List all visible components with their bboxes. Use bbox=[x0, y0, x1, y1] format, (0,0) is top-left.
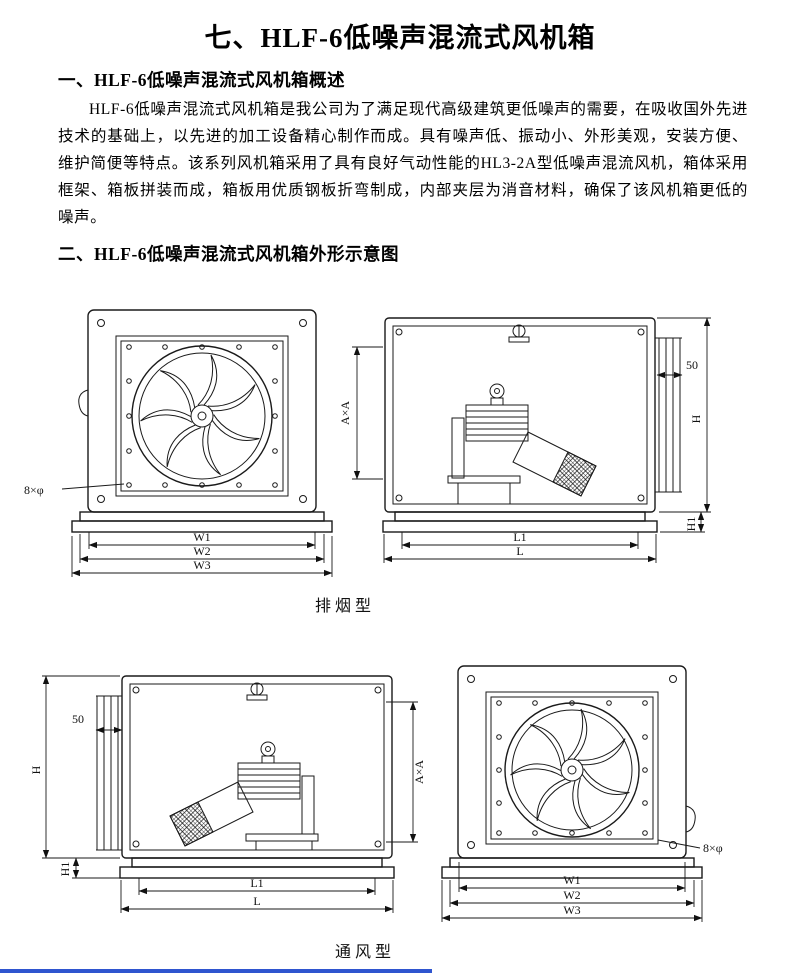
side-handle bbox=[685, 805, 696, 833]
dim-w1: W1 bbox=[193, 530, 210, 544]
dim-w2: W2 bbox=[193, 544, 210, 558]
dim-h1: H1 bbox=[684, 517, 698, 532]
dim-l1: L1 bbox=[250, 876, 263, 890]
base-step1 bbox=[394, 511, 646, 522]
section2-heading: 二、HLF-6低噪声混流式风机箱外形示意图 bbox=[58, 244, 400, 264]
side-view-vent: 50 H H1 A×A L1 L bbox=[29, 675, 426, 913]
dim-w3: W3 bbox=[193, 558, 210, 572]
base-step2 bbox=[382, 520, 658, 533]
outlet-mesh bbox=[552, 451, 597, 497]
front-view-vent: 8×φ W1 W2 W3 bbox=[441, 665, 723, 922]
dim-50: 50 bbox=[686, 358, 698, 372]
overview-paragraph: HLF-6低噪声混流式风机箱是我公司为了满足现代高级建筑更低噪声的需要，在吸收国… bbox=[58, 101, 748, 226]
dim-w2: W2 bbox=[563, 888, 580, 902]
dim-h1: H1 bbox=[58, 862, 72, 877]
dim-w3: W3 bbox=[563, 903, 580, 917]
flange-right bbox=[655, 337, 682, 493]
base-step1 bbox=[79, 511, 325, 522]
base-step2 bbox=[441, 866, 703, 879]
flange-left bbox=[96, 695, 122, 851]
dim-l1: L1 bbox=[513, 530, 526, 544]
front-view-exhaust: 8×φ W1 W2 W3 bbox=[24, 309, 333, 577]
motor-assembly bbox=[237, 741, 319, 850]
base-step1 bbox=[131, 857, 383, 868]
fan-opening bbox=[504, 702, 640, 838]
exhaust-type-caption: 排烟型 bbox=[315, 597, 375, 615]
scan-artifact-line bbox=[0, 969, 432, 973]
dim-h: H bbox=[29, 765, 43, 774]
motor-assembly bbox=[447, 383, 529, 504]
base-step2 bbox=[71, 520, 333, 533]
base-step1 bbox=[449, 857, 695, 868]
fan-opening bbox=[131, 345, 273, 487]
side-view-exhaust: A×A 50 H H1 L1 L bbox=[338, 317, 711, 563]
dim-l: L bbox=[253, 894, 260, 908]
bolt-note-label: 8×φ bbox=[703, 841, 723, 855]
side-handle bbox=[78, 389, 89, 417]
page-title: 七、HLF-6低噪声混流式风机箱 bbox=[204, 23, 596, 53]
dim-l: L bbox=[516, 544, 523, 558]
fan-impeller-icon bbox=[138, 354, 263, 478]
dim-50: 50 bbox=[72, 712, 84, 726]
section1-heading: 一、HLF-6低噪声混流式风机箱概述 bbox=[58, 70, 346, 90]
outlet-mesh bbox=[169, 801, 214, 847]
base-step2 bbox=[119, 866, 395, 879]
panel-bolts bbox=[496, 700, 648, 836]
vent-type-caption: 通风型 bbox=[335, 943, 395, 961]
dim-w1: W1 bbox=[563, 873, 580, 887]
lifting-lug-icon bbox=[508, 324, 530, 343]
dim-axa: A×A bbox=[338, 401, 352, 425]
dim-axa: A×A bbox=[412, 760, 426, 784]
dim-h: H bbox=[689, 414, 703, 423]
lifting-lug-icon bbox=[246, 682, 268, 701]
panel-bolts bbox=[126, 344, 278, 488]
bolt-note-label: 8×φ bbox=[24, 483, 44, 497]
